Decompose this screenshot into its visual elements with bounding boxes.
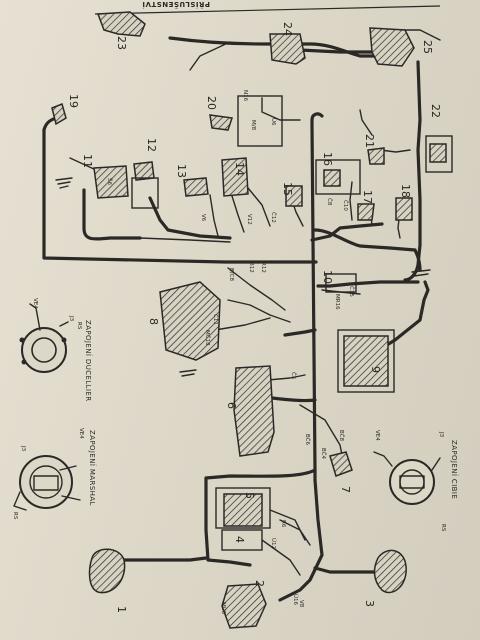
- cibie-label-1: J3: [438, 431, 444, 438]
- component-number-25: 25: [421, 40, 434, 54]
- component-number-2: 2: [253, 580, 266, 587]
- wire-label: V8: [298, 600, 304, 608]
- wire-label: B12: [248, 262, 254, 273]
- wire-label: MR16: [334, 294, 340, 310]
- component-number-18: 18: [399, 184, 412, 198]
- marshal-caption: ZAPOJENÍ MARSHAL: [88, 430, 97, 506]
- marshal-label-2: RS: [12, 512, 18, 520]
- cibie-caption: ZAPOJENÍ CIBIE: [450, 440, 459, 499]
- header-title: PŘÍSLUŠENSTVÍ: [142, 0, 210, 9]
- component-number-23: 23: [115, 36, 128, 50]
- component-number-24: 24: [281, 22, 294, 36]
- component-number-7: 7: [339, 486, 352, 493]
- wire-label: B/C8: [228, 268, 234, 281]
- ducellier-caption: ZAPOJENÍ DUCELLIER: [84, 320, 93, 402]
- inset-ducellier: VE4 J3 RS ZAPOJENÍ DUCELLIER: [19, 298, 93, 402]
- wire-label: Č15: [348, 286, 355, 297]
- cibie-label-2: RS: [440, 524, 446, 532]
- wire-label: V12: [246, 214, 252, 225]
- inset-marshal: J3 VE4 RS ZAPOJENÍ MARSHAL: [12, 428, 97, 520]
- wire-label: Ú12: [270, 538, 277, 549]
- wire-label: V6: [200, 214, 206, 222]
- header-band: PŘÍSLUŠENSTVÍ: [94, 0, 441, 15]
- component-number-12: 12: [145, 138, 158, 152]
- component-numbers: 1 2 3 4 5 6 7 8 9 10 11 12 13 14 15 16 1…: [67, 22, 442, 613]
- component-number-11: 11: [81, 154, 94, 168]
- ducellier-label-1: J3: [68, 315, 74, 322]
- marshal-label-0: J3: [20, 445, 26, 452]
- component-number-16: 16: [321, 152, 334, 166]
- component-shapes: [51, 11, 453, 629]
- wire-label: Š6: [106, 178, 113, 185]
- wire-label: Ú6: [270, 118, 277, 126]
- component-number-6: 6: [225, 402, 238, 409]
- component-number-21: 21: [363, 134, 376, 148]
- component-number-10: 10: [321, 270, 334, 284]
- wire-label: M/8: [250, 120, 256, 131]
- component-number-20: 20: [205, 96, 218, 110]
- wire-label: R6: [280, 520, 286, 528]
- wire-label: Č8: [326, 198, 333, 206]
- component-number-14: 14: [233, 162, 246, 176]
- wire-label: Č5: [290, 372, 297, 380]
- marshal-label-1: VE4: [78, 428, 84, 439]
- component-number-4: 4: [233, 536, 246, 543]
- main-wires: [42, 36, 430, 602]
- component-number-15: 15: [281, 182, 294, 196]
- component-number-8: 8: [147, 318, 160, 325]
- wire-label: Č12: [270, 212, 277, 223]
- component-number-17: 17: [361, 190, 374, 204]
- component-number-1: 1: [115, 606, 128, 613]
- wire-label: BČ4: [320, 448, 327, 460]
- component-number-19: 19: [67, 94, 80, 108]
- component-number-3: 3: [363, 600, 376, 607]
- ducellier-label-0: VE4: [32, 298, 38, 309]
- wire-label: MÚ8: [220, 602, 227, 615]
- wire-label: Č10: [342, 200, 349, 211]
- component-number-13: 13: [175, 164, 188, 178]
- wire-label: Ú16: [292, 594, 299, 606]
- wire-label: MČ18: [204, 330, 211, 346]
- wire-label: BČ6: [304, 434, 311, 446]
- wire-labels: MÚ8 Ú16 V8 R6 Ú12 N16 M/8 Ú6 Š6 R12 V12 …: [106, 90, 355, 615]
- component-number-5: 5: [243, 492, 256, 499]
- wire-label: R12: [260, 262, 266, 273]
- wire-label: BČ8: [338, 430, 345, 442]
- component-number-22: 22: [429, 104, 442, 118]
- cibie-label-0: VE4: [374, 430, 380, 441]
- component-number-9: 9: [369, 366, 382, 373]
- wire-label: Č11: [212, 314, 219, 325]
- wire-label: N16: [242, 90, 248, 102]
- inset-cibie: VE4 J3 RS ZAPOJENÍ CIBIE: [373, 430, 459, 532]
- ducellier-label-2: RS: [76, 322, 82, 330]
